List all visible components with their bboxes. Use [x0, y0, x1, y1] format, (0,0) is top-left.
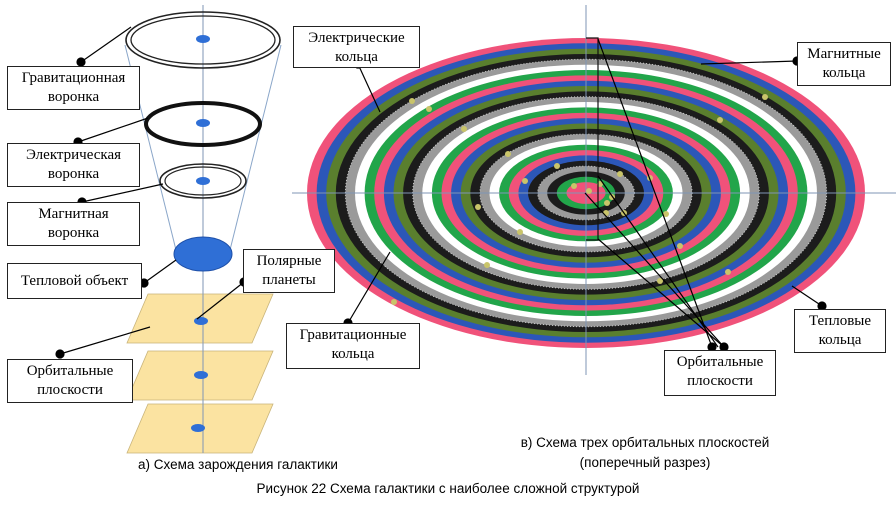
ring-planet — [657, 278, 663, 284]
label-gravitational-rings: Гравитационные кольца — [286, 323, 420, 369]
ring-planet — [475, 204, 481, 210]
funnel-line-right — [229, 44, 282, 251]
leader-orbital-planes-b3 — [597, 238, 725, 348]
label-line: плоскости — [687, 373, 753, 389]
leader-electric-rings — [357, 63, 381, 113]
funnel-core-3 — [196, 177, 210, 185]
label-line: Магнитные — [807, 46, 881, 62]
label-line: Полярные — [256, 253, 322, 269]
figure-caption: Рисунок 22 Схема галактики с наиболее сл… — [256, 481, 640, 496]
ring-planet — [461, 126, 467, 132]
ring-planet — [677, 243, 683, 249]
label-orbital-planes-a: Орбитальные плоскости — [7, 359, 133, 403]
leader-orbital-planes-b1 — [597, 38, 713, 348]
label-line: Тепловые — [808, 313, 872, 329]
label-magnetic-rings: Магнитные кольца — [797, 42, 891, 86]
ring-planet — [409, 98, 415, 104]
leader-magnetic-funnel — [81, 183, 164, 203]
ring-planet — [603, 210, 609, 216]
label-line: Гравитационная — [21, 70, 126, 86]
leader-orbital-planes-a — [59, 326, 151, 355]
label-line: Орбитальные — [676, 354, 764, 370]
label-gravitational-funnel: Гравитационная воронка — [7, 66, 140, 110]
plane-planet-1 — [194, 317, 208, 325]
diagram-a — [55, 5, 282, 454]
label-line: Тепловой объект — [20, 273, 129, 289]
label-line: кольца — [331, 346, 375, 362]
leader-electric-funnel — [77, 117, 149, 143]
label-polar-planets: Полярные планеты — [243, 249, 335, 293]
leader-thermal-object — [143, 259, 177, 284]
leader-polar-planets — [196, 281, 245, 320]
label-line: планеты — [262, 272, 316, 288]
ring-planet — [522, 178, 528, 184]
magnetic-funnel-ring — [159, 163, 247, 199]
ring-planet — [717, 117, 723, 123]
ring-planet — [391, 299, 397, 305]
label-magnetic-funnel: Магнитная воронка — [7, 202, 140, 246]
plane-planet-3 — [191, 424, 205, 432]
ring-planet — [517, 229, 523, 235]
funnel-core-2 — [196, 119, 210, 127]
gravitational-funnel-ring — [125, 11, 281, 69]
leader-orbital-planes-b4 — [584, 192, 725, 348]
label-line: кольца — [818, 332, 862, 348]
funnel-core-1 — [196, 35, 210, 43]
label-thermal-rings: Тепловые кольца — [794, 309, 886, 353]
label-line: кольца — [335, 49, 378, 65]
label-line: воронка — [47, 225, 100, 241]
ring-planet — [617, 171, 623, 177]
leader-dot — [55, 349, 65, 359]
label-line: Электрическая — [25, 147, 122, 163]
label-line: воронка — [47, 166, 100, 182]
caption-a: а) Схема зарождения галактики — [138, 457, 338, 472]
caption-b-line2: (поперечный разрез) — [579, 455, 711, 470]
ring-planet — [505, 151, 511, 157]
diagram-b — [292, 5, 896, 375]
label-line: Орбитальные — [26, 363, 114, 379]
label-line: плоскости — [37, 382, 103, 398]
leader-thermal-rings — [791, 285, 823, 307]
ring-planet — [604, 200, 610, 206]
label-line: Электрические — [308, 30, 405, 46]
label-line: Магнитная — [38, 206, 109, 222]
plane-planet-2 — [194, 371, 208, 379]
ring-planet — [554, 163, 560, 169]
thermal-object — [173, 236, 233, 272]
leader-magnetic-rings — [700, 60, 798, 65]
ring-planet — [663, 211, 669, 217]
label-electric-funnel: Электрическая воронка — [7, 143, 140, 187]
orbital-plane-bracket — [586, 37, 599, 241]
caption-b-line1: в) Схема трех орбитальных плоскостей — [520, 435, 770, 450]
ring-planet — [484, 262, 490, 268]
ring-planet — [586, 188, 592, 194]
ring-planet — [426, 106, 432, 112]
ring-planets — [391, 94, 768, 305]
magnetic-funnel-ring-inner — [164, 166, 242, 196]
ring-planet — [725, 269, 731, 275]
gravitational-funnel-ring-inner — [130, 15, 276, 65]
label-line: Гравитационные — [299, 327, 407, 343]
electric-funnel-ring — [144, 101, 262, 147]
leader-gravitational-funnel — [80, 26, 132, 63]
leader-gravitational-rings — [347, 251, 391, 324]
label-thermal-object: Тепловой объект — [7, 263, 142, 299]
label-line: кольца — [822, 65, 866, 81]
ring-planet — [571, 183, 577, 189]
label-orbital-planes-b: Орбитальные плоскости — [664, 350, 776, 396]
ring-planet — [762, 94, 768, 100]
label-electric-rings: Электрические кольца — [293, 26, 420, 68]
leader-dot — [76, 57, 86, 67]
label-line: воронка — [47, 89, 100, 105]
